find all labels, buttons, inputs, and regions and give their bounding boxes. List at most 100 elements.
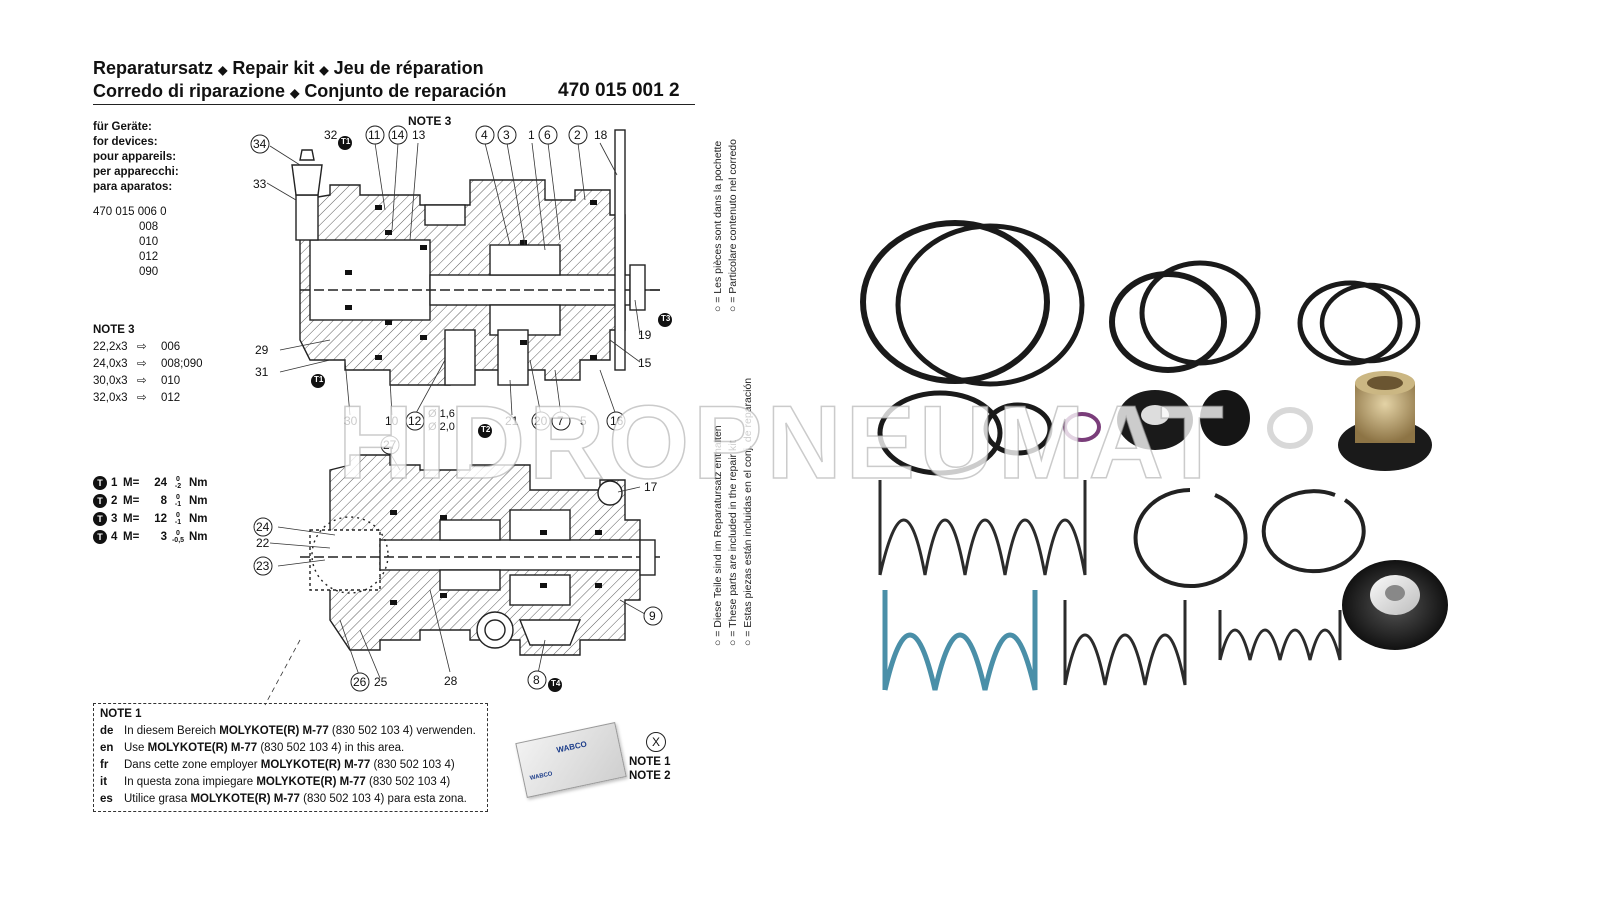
device-variant: 010: [139, 236, 159, 248]
torque-badge-t2: T2: [481, 425, 491, 434]
torque-unit: Nm: [189, 495, 208, 508]
callout-22: 22: [256, 536, 270, 550]
note3-row: 30,0x3⇨010: [93, 373, 203, 390]
lang-code: en: [100, 742, 114, 754]
separator: ◆: [290, 86, 300, 100]
repair-kit-parts-photo: [860, 220, 1448, 691]
device-main-number: 470 015 006 0: [93, 206, 167, 218]
torque-badge-t1: T1: [314, 375, 324, 384]
note3-title: NOTE 3: [93, 324, 135, 336]
brass-bushing: [1338, 371, 1432, 471]
note1-product: MOLYKOTE(R) M-77: [256, 776, 366, 788]
callout-note3: NOTE 3: [408, 114, 452, 128]
title-line-2: Corredo di riparazione ◆ Conjunto de rep…: [93, 80, 506, 104]
note1-box: NOTE 1 de In diesem Bereich MOLYKOTE(R) M…: [93, 703, 488, 812]
leader-lines: [264, 142, 646, 706]
callout-19: 19: [638, 328, 652, 342]
title-it: Corredo di riparazione: [93, 81, 286, 101]
torque-value: 12: [154, 513, 167, 526]
callout-24: 24: [256, 520, 270, 534]
lang-code: de: [100, 725, 114, 737]
arrow-icon: ⇨: [137, 375, 147, 387]
arrow-icon: ⇨: [137, 341, 147, 353]
note1-text: (830 502 103 4) para esta zona.: [299, 793, 467, 805]
torque-tol-dn: -2: [174, 483, 182, 490]
note1-text: (830 502 103 4): [370, 759, 455, 771]
note1-product: MOLYKOTE(R) M-77: [190, 793, 300, 805]
o-rings-large: [860, 220, 1421, 387]
legend-it: ○ = Particolare contenuto nel corredo: [727, 139, 739, 312]
note3-size: 30,0x3: [93, 375, 128, 387]
torque-unit: Nm: [189, 531, 208, 544]
callout-30: 30: [344, 414, 358, 428]
separator: ◆: [218, 63, 228, 77]
o-rings-small: [877, 390, 1313, 476]
arrow-icon: ⇨: [137, 358, 147, 370]
torque-label: 1: [111, 477, 118, 490]
devices-label: para aparatos:: [93, 181, 173, 193]
lang-code: fr: [100, 759, 109, 771]
callout-4: 4: [481, 128, 488, 142]
circlips: [1133, 488, 1366, 588]
torque-label: 2: [111, 495, 118, 508]
note1-title: NOTE 1: [100, 708, 142, 720]
callout-12: 12: [408, 414, 422, 428]
torque-tol-dn: -1: [174, 501, 182, 508]
device-variant: 090: [139, 266, 159, 278]
devices-label: für Geräte:: [93, 121, 152, 133]
legend-fr: ○ = Les pièces sont dans la pochette: [712, 140, 724, 312]
watermark-text: HIDROPNEUMAT: [337, 384, 1228, 502]
devices-labels: für Geräte: for devices: pour appareils:…: [93, 120, 179, 195]
torque-unit: Nm: [189, 477, 208, 490]
callout-3: 3: [503, 128, 510, 142]
torque-label: 4: [111, 531, 118, 544]
title-es: Conjunto de reparación: [304, 81, 507, 101]
sachet-brand: WABCO: [555, 739, 588, 755]
spring-blue: [882, 590, 1038, 691]
torque-value: 24: [154, 477, 167, 490]
torque-mark-icon: T: [93, 494, 107, 508]
callout-20: 20: [534, 414, 548, 428]
torque-tol-up: 0: [176, 494, 180, 501]
note3-row: 24,0x3⇨008;090: [93, 356, 203, 373]
title-en: Repair kit: [232, 58, 315, 78]
torque-tol-up: 0: [176, 476, 180, 483]
torque-m: M=: [123, 531, 140, 544]
note1-text: Utilice grasa: [124, 793, 191, 805]
springs-black: [878, 480, 1342, 686]
note3-size: 22,2x3: [93, 341, 128, 353]
callout-27: 27: [383, 438, 397, 452]
devices-list: 470 015 006 0 008 010 012 090: [93, 205, 167, 280]
callout-26: 26: [353, 675, 367, 689]
note1-product: MOLYKOTE(R) M-77: [147, 742, 258, 754]
torque-value: 3: [160, 531, 167, 544]
valve-cross-section-drawing: [250, 125, 672, 706]
note1-text: (830 502 103 4) in this area.: [257, 742, 405, 754]
sachet-note1: NOTE 1: [629, 756, 671, 768]
callout-5: 5: [580, 414, 587, 428]
torque-tol-up: 0: [176, 530, 180, 537]
callout-18: 18: [594, 128, 608, 142]
note3-row: 32,0x3⇨012: [93, 390, 203, 407]
title-fr: Jeu de réparation: [333, 58, 484, 78]
torque-tol-dn: -1: [174, 519, 182, 526]
callout-7: 7: [557, 414, 564, 428]
torque-mark-icon: T: [93, 512, 107, 526]
note3-ref: 008;090: [161, 358, 203, 370]
torque-value: 8: [160, 495, 167, 508]
callout-33: 33: [253, 177, 267, 191]
callout-9: 9: [649, 609, 656, 623]
note1-text: In diesem Bereich: [124, 725, 220, 737]
sachet-brand-small: WABCO: [529, 771, 554, 782]
callout-34: 34: [253, 137, 267, 151]
torque-mark-icon: T: [93, 530, 107, 544]
note1-text: (830 502 103 4): [365, 776, 451, 788]
